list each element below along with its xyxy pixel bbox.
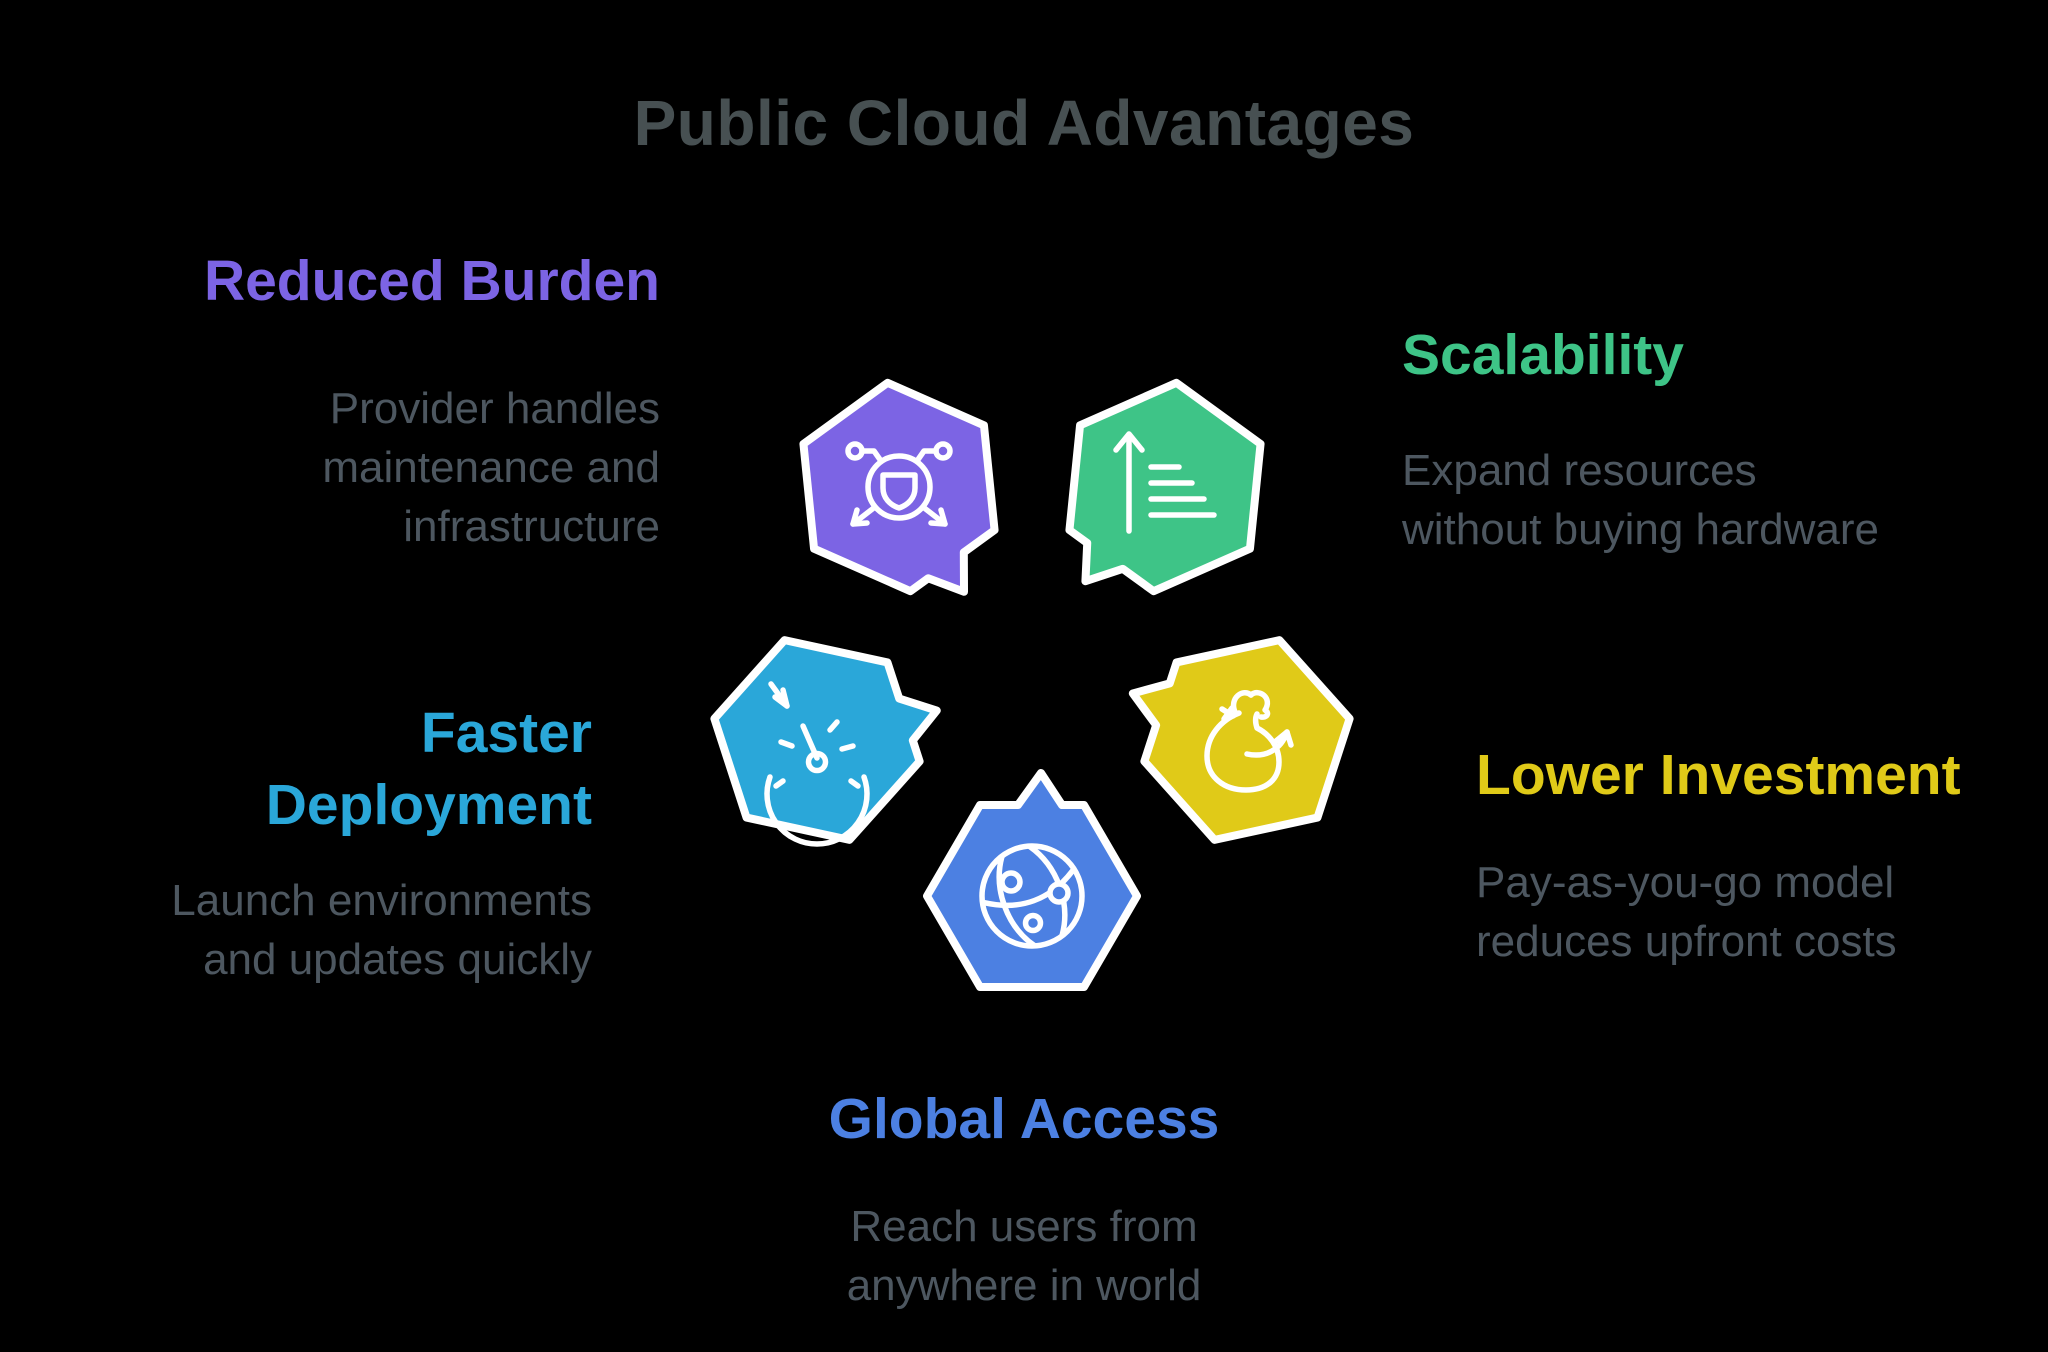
hexagon-scalability <box>1065 378 1265 596</box>
item-label-scalability: Scalability <box>1402 323 1684 387</box>
hexagon-global-access <box>923 769 1141 991</box>
item-block-scalability: Scalability Expand resources without buy… <box>1402 320 1879 560</box>
item-block-lower-investment: Lower Investment Pay-as-you-go model red… <box>1476 740 1961 972</box>
scale-up-bars-icon <box>1113 431 1217 534</box>
item-description-scalability: Expand resources without buying hardware <box>1402 445 1879 554</box>
item-block-global-access: Global Access Reach users from anywhere … <box>0 1084 2048 1316</box>
item-description-faster-deployment: Launch environments and updates quickly <box>171 875 592 984</box>
globe-network-icon <box>979 843 1085 949</box>
item-label-reduced-burden: Reduced Burden <box>203 249 660 313</box>
hexagon-lower-investment <box>1128 636 1354 844</box>
hexagon-faster-deployment <box>710 636 941 847</box>
item-block-faster-deployment: Faster Deployment Launch environments an… <box>171 698 592 990</box>
item-description-global-access: Reach users from anywhere in world <box>846 1201 1202 1310</box>
item-label-global-access: Global Access <box>828 1087 1220 1151</box>
money-bag-icon <box>1204 689 1294 793</box>
item-block-reduced-burden: Reduced Burden Provider handles maintena… <box>204 246 660 557</box>
item-label-faster-deployment: Faster Deployment <box>265 701 592 837</box>
network-shield-icon <box>845 441 953 527</box>
item-description-lower-investment: Pay-as-you-go model reduces upfront cost… <box>1476 857 1897 966</box>
hexagon-reduced-burden <box>799 378 999 596</box>
item-description-reduced-burden: Provider handles maintenance and infrast… <box>322 383 660 551</box>
item-label-lower-investment: Lower Investment <box>1476 743 1961 807</box>
speedometer-icon <box>764 681 870 847</box>
page-title: Public Cloud Advantages <box>633 87 1415 159</box>
